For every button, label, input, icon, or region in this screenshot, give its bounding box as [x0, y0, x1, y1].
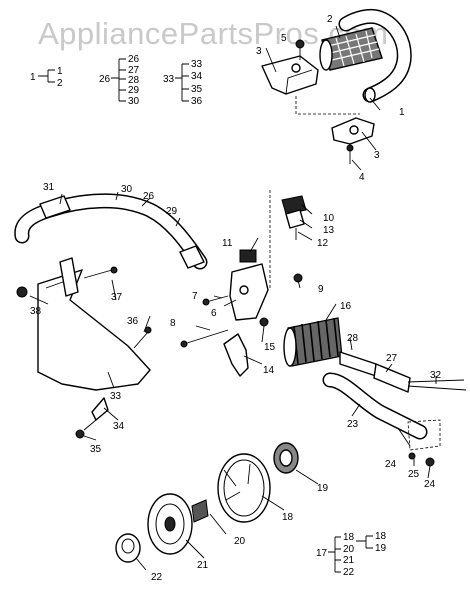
screw-5: [295, 39, 305, 60]
part-label: 1: [399, 107, 405, 118]
part-label: 34: [113, 421, 125, 432]
clamp-34: [83, 397, 109, 431]
part-label: 20: [234, 536, 246, 547]
part-label: 10: [323, 213, 335, 224]
kit-33-bracket: 33 33 34 35 36: [163, 59, 203, 107]
part-label: 23: [347, 419, 359, 430]
part-label: 37: [111, 292, 123, 303]
part-label: 35: [90, 444, 102, 455]
nut-9: [293, 273, 303, 283]
part-label: 11: [222, 238, 233, 249]
lower-tube-23: [322, 372, 428, 440]
kit-17-child-label: 22: [343, 567, 355, 578]
upper-shaft: [14, 193, 208, 270]
part-label: 24: [424, 479, 436, 490]
part-label: 3: [374, 150, 380, 161]
part-label: 36: [127, 316, 139, 327]
bolt-36: [133, 326, 152, 349]
part-label: 6: [211, 308, 217, 319]
part-label: 16: [340, 301, 352, 312]
kit-26-child-label: 27: [128, 65, 140, 76]
screw-4: [346, 144, 354, 164]
handle-bar: [338, 8, 412, 103]
trigger-14: [223, 333, 249, 377]
part-label: 15: [264, 342, 276, 353]
lower-clamp: [331, 117, 375, 145]
part-label: 8: [170, 318, 176, 329]
part-label: 33: [110, 391, 122, 402]
spring-15: [259, 317, 269, 327]
kit-17-child-label: 20: [343, 544, 355, 555]
nut-35: [75, 429, 85, 439]
kit-33-child-label: 34: [191, 71, 203, 82]
part-label: 18: [282, 512, 294, 523]
part-label: 30: [121, 184, 133, 195]
spring-20: [191, 499, 209, 523]
kit-26-child-label: 26: [128, 54, 140, 65]
part-label: 7: [192, 291, 198, 302]
bearing-19: [273, 442, 299, 474]
leader-lines: [29, 25, 437, 571]
kit-26-child-label: 28: [128, 75, 140, 86]
handle-clamp: [261, 55, 319, 95]
part-label: 2: [327, 14, 333, 25]
part-label: 26: [143, 191, 155, 202]
kit-33-parent-label: 33: [163, 74, 175, 85]
part-label: 38: [30, 306, 42, 317]
part-label: 32: [430, 370, 442, 381]
part-label: 13: [323, 225, 335, 236]
drive-shaft: [339, 351, 467, 393]
nut-38: [16, 286, 28, 298]
kit-17-bracket: 17 18 20 21 22: [316, 532, 355, 578]
knob-22: [115, 533, 141, 563]
kit-18-bracket: 18 19: [356, 531, 387, 554]
spool-21: [147, 493, 193, 555]
outer-drum-18: [217, 453, 271, 523]
kit-1-bracket: 1 1 2: [30, 66, 63, 89]
kit-33-child-label: 33: [191, 59, 203, 70]
assembly-line: [295, 96, 360, 115]
kit-1-child-label: 1: [57, 66, 63, 77]
handle-grip: [319, 27, 383, 71]
part-label: 14: [263, 365, 275, 376]
part-label: 4: [359, 172, 365, 183]
kit-26-child-label: 30: [128, 96, 140, 107]
bolt-37: [83, 266, 118, 279]
kit-17-child-label: 21: [343, 555, 355, 566]
deflector-guard: [37, 257, 151, 391]
kit-17-child-label: 18: [343, 532, 355, 543]
part-label: 5: [281, 33, 287, 44]
screw-7: [202, 295, 229, 306]
part-label: 9: [318, 284, 324, 295]
kit-17-parent-label: 17: [316, 548, 328, 559]
kit-26-child-label: 29: [128, 85, 140, 96]
kit-33-child-label: 36: [191, 96, 203, 107]
drive-coil: [283, 317, 343, 367]
kit-18-child-label: 19: [375, 543, 387, 554]
part-label: 29: [166, 206, 178, 217]
kit-1-child-label: 2: [57, 78, 63, 89]
kit-26-parent-label: 26: [99, 74, 111, 85]
switch-11: [239, 249, 257, 263]
kit-1-parent-label: 1: [30, 72, 36, 83]
part-label: 24: [385, 459, 397, 470]
bracket-13: [285, 209, 305, 240]
part-label: 25: [408, 469, 420, 480]
throttle-housing: [229, 263, 269, 321]
part-label: 22: [151, 572, 163, 583]
kit-33-child-label: 35: [191, 84, 203, 95]
part-label: 27: [386, 353, 398, 364]
part-label: 19: [317, 483, 329, 494]
part-label: 28: [347, 333, 359, 344]
part-label: 31: [43, 182, 55, 193]
screw-8: [180, 329, 229, 348]
kit-18-child-label: 18: [375, 531, 387, 542]
part-label: 21: [197, 560, 209, 571]
part-label: 12: [317, 238, 329, 249]
part-label: 3: [256, 46, 262, 57]
kit-26-bracket: 26 26 27 28 29 30: [99, 54, 140, 107]
